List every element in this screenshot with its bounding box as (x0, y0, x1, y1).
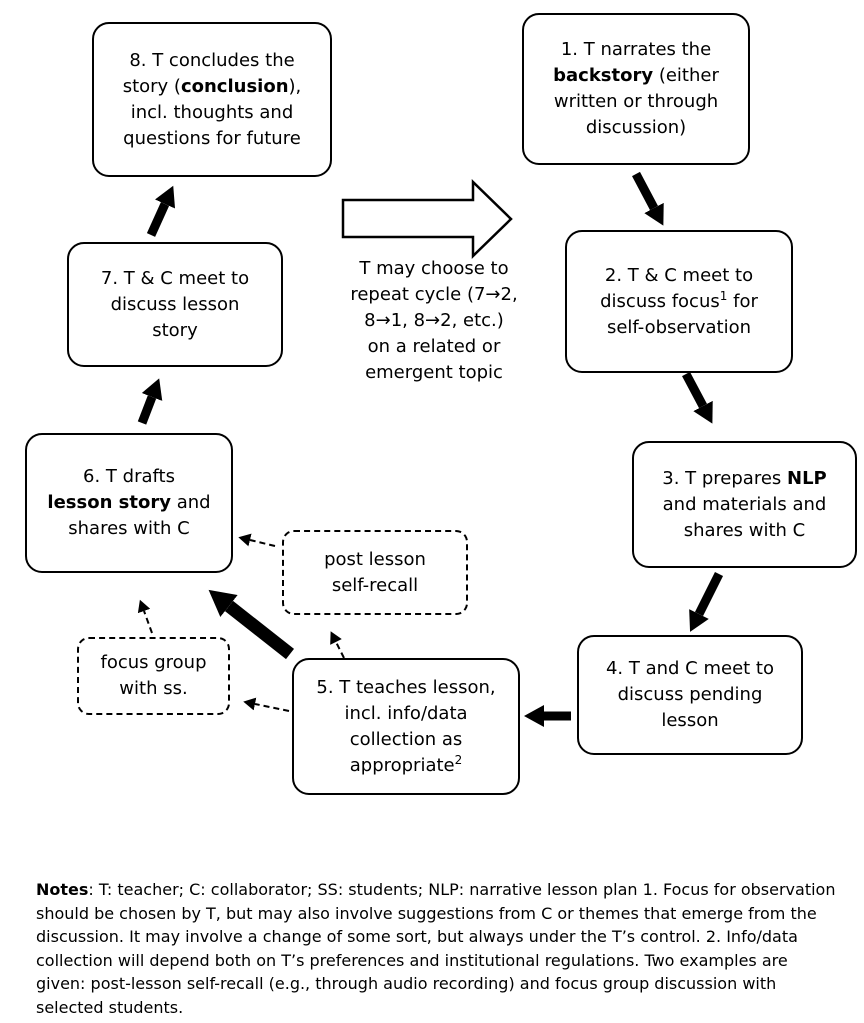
arrow-2-to-3-icon (682, 371, 713, 424)
arrow-7-to-8-icon (146, 185, 176, 237)
arrow-5-to-6-icon (208, 589, 295, 660)
dashed-arrow-5-to-post-lesson-icon (330, 631, 345, 659)
repeat-cycle-arrow-icon (341, 179, 513, 259)
dashed-arrow-focus-group-to-6-icon (137, 599, 153, 634)
dashed-arrow-5-to-focus-group-icon (243, 697, 290, 712)
dashed-arrow-post-lesson-to-6-icon (238, 533, 276, 547)
arrow-6-to-7-icon (137, 378, 163, 425)
arrow-1-to-2-icon (632, 171, 664, 226)
notes-paragraph: Notes: T: teacher; C: collaborator; SS: … (36, 880, 836, 1017)
arrow-3-to-4-icon (689, 571, 724, 632)
